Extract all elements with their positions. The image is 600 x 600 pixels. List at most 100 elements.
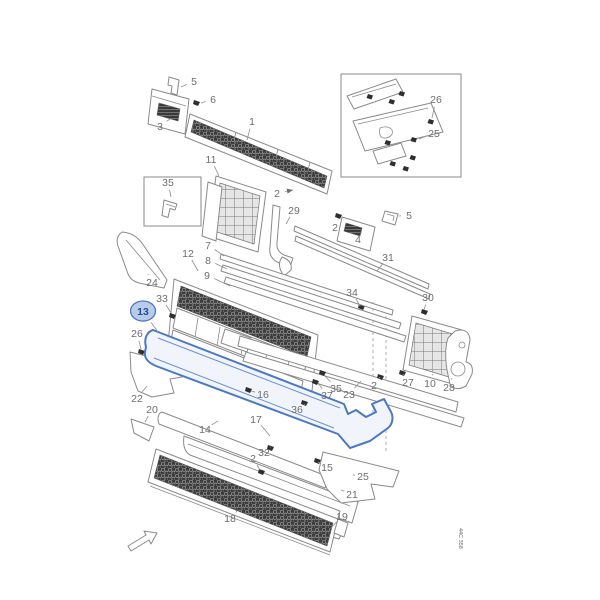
part-number-label: 8 [205, 255, 211, 267]
callout-12[interactable]: 12 [182, 248, 199, 272]
part-number-label: 19 [336, 511, 348, 523]
callout-18[interactable]: 18 [224, 510, 238, 525]
leader-line [150, 322, 159, 333]
callout-16[interactable]: 16 [250, 389, 269, 401]
part-13-inner-line [153, 337, 341, 429]
part-number-label: 22 [131, 393, 143, 405]
callout-4[interactable]: 4 [355, 231, 362, 246]
callout-27[interactable]: 27 [402, 373, 414, 389]
part-1-grille-mesh [190, 119, 328, 189]
callout-3[interactable]: 3 [157, 118, 171, 133]
part-number-label: 35 [162, 177, 174, 189]
callout-14[interactable]: 14 [199, 420, 219, 436]
leader-line [340, 489, 345, 492]
callout-21[interactable]: 21 [340, 489, 358, 501]
part-number-label: 21 [346, 489, 358, 501]
leader-line [180, 84, 187, 88]
skid-plate-small [346, 78, 404, 110]
part-number-label: 2 [274, 188, 280, 200]
callout-35[interactable]: 35 [324, 375, 342, 395]
callout-37[interactable]: 37 [317, 382, 333, 402]
part-number-label: 28 [443, 382, 455, 394]
callout-10[interactable]: 10 [424, 373, 436, 390]
part-number-label: 18 [224, 513, 236, 525]
part-number-label: 14 [199, 424, 211, 436]
callout-35[interactable]: 35 [162, 177, 174, 198]
leader-line [402, 373, 405, 376]
leader-line [431, 106, 435, 119]
callout-1[interactable]: 1 [246, 116, 255, 141]
callout-36[interactable]: 36 [291, 403, 306, 416]
callout-5[interactable]: 5 [398, 210, 412, 222]
callout-19[interactable]: 19 [330, 511, 348, 529]
part-group-lower [157, 370, 400, 540]
callout-33[interactable]: 33 [156, 293, 172, 314]
part-number-label: 36 [291, 404, 303, 416]
callout-20[interactable]: 20 [144, 404, 158, 423]
callout-6[interactable]: 6 [200, 94, 216, 106]
callout-34[interactable]: 34 [346, 287, 361, 307]
callout-26[interactable]: 26 [131, 328, 143, 350]
callout-17[interactable]: 17 [250, 414, 271, 437]
callout-30[interactable]: 30 [422, 292, 434, 311]
inset-frame [340, 73, 462, 178]
part-number-label: 30 [422, 292, 434, 304]
part-20-wedge [130, 418, 155, 442]
leader-line [211, 420, 219, 426]
callout-15[interactable]: 15 [317, 461, 333, 474]
callout-5[interactable]: 5 [180, 76, 197, 88]
part-number-label: 5 [406, 210, 412, 222]
part-33-screw [169, 313, 176, 319]
part-28-boss [450, 361, 466, 377]
callout-7[interactable]: 7 [205, 240, 225, 257]
part-18-end-tab [333, 518, 349, 538]
part-29-bracket [269, 204, 294, 268]
callout-22[interactable]: 22 [131, 385, 148, 405]
leader-line [330, 521, 337, 529]
callout-8[interactable]: 8 [205, 255, 228, 270]
leader-line [376, 263, 384, 272]
drawing-reference-code: 44C 358 [457, 528, 463, 549]
callout-2[interactable]: 2 [371, 376, 381, 392]
part-23-strip [237, 335, 459, 413]
part-number-label: 7 [205, 240, 211, 252]
leader-line [256, 464, 261, 471]
leader-line [418, 135, 427, 140]
callout-2[interactable]: 2 [274, 188, 294, 200]
skid-plate-large [352, 102, 444, 152]
part-number-label: 16 [257, 389, 269, 401]
callout-32[interactable]: 32 [258, 447, 271, 459]
callout-25[interactable]: 25 [352, 471, 369, 483]
part-8-strip [220, 264, 402, 330]
part-group-top-left [147, 76, 333, 253]
callout-9[interactable]: 9 [204, 270, 231, 287]
part-number-label: 12 [182, 248, 194, 260]
callout-25[interactable]: 25 [418, 128, 440, 140]
part-26-clip [138, 349, 145, 355]
inset-frame [143, 176, 202, 227]
part-30-clip [421, 309, 428, 315]
callout-11[interactable]: 11 [206, 154, 220, 177]
callout-24[interactable]: 24 [146, 273, 158, 289]
part-13-highlighted-bumper-trim[interactable] [143, 329, 394, 449]
part-31-strip-a [293, 225, 430, 290]
callout-26[interactable]: 26 [430, 94, 442, 119]
orientation-arrow-icon [127, 530, 158, 552]
part-number-label: 2 [250, 453, 256, 465]
callout-31[interactable]: 31 [376, 252, 394, 272]
part-number-label: 25 [357, 471, 369, 483]
part-14-strip [157, 411, 330, 489]
callout-2[interactable]: 2 [250, 453, 261, 471]
callout-2[interactable]: 2 [332, 219, 339, 234]
callout-29[interactable]: 29 [285, 205, 300, 225]
leader-line [317, 461, 321, 464]
part-28-bracket [445, 329, 473, 390]
leader-line [355, 298, 361, 307]
part-13-outline [143, 329, 394, 449]
part-number-label: 15 [321, 462, 333, 474]
callout-28[interactable]: 28 [443, 377, 455, 394]
part-16-clip [245, 387, 252, 393]
part-number-label: 33 [156, 293, 168, 305]
callout-23[interactable]: 23 [343, 380, 362, 401]
callout-13-highlighted[interactable]: 13 [129, 300, 159, 333]
